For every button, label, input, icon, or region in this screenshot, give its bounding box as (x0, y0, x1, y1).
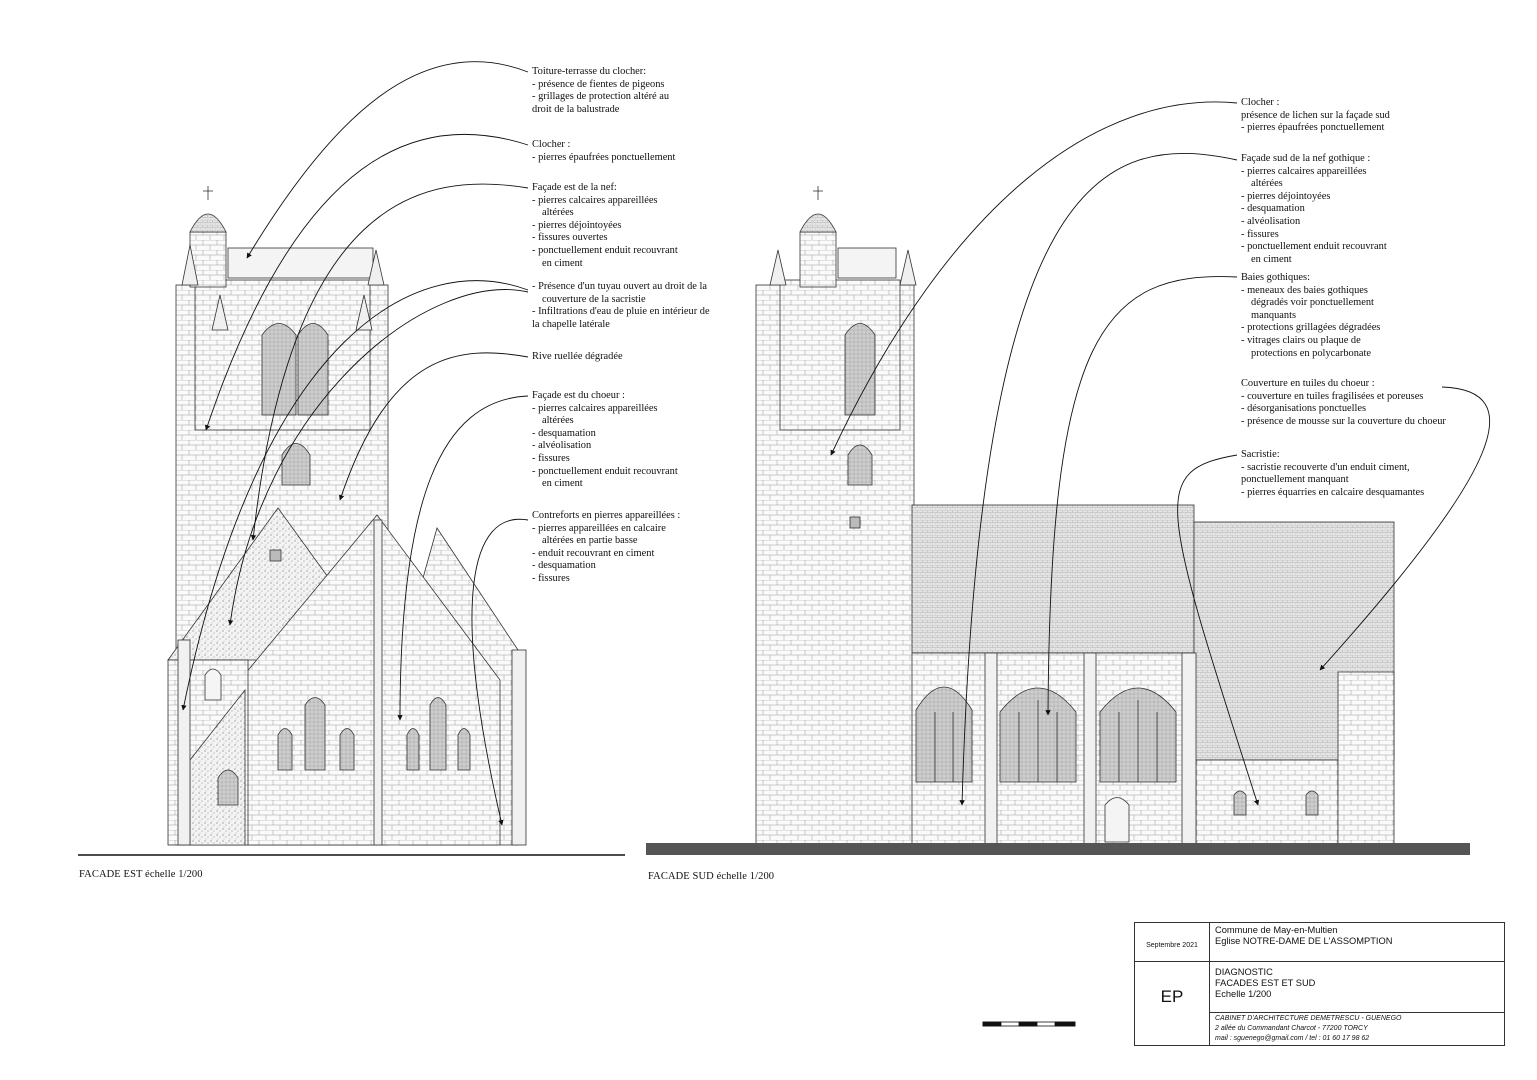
south-stair-turret (799, 231, 837, 288)
note-east-clocher: Clocher : pierres épaufrées ponctuelleme… (532, 139, 675, 164)
note-line: ponctuellement enduit recouvrant (1241, 241, 1387, 254)
note-east-choeur: Façade est du choeur : pierres calcaires… (532, 390, 678, 491)
note-line: grillages de protection altéré au (532, 91, 669, 104)
note-line: dégradés voir ponctuellement (1251, 297, 1374, 309)
south-balustrade (837, 247, 897, 279)
leader-lines (181, 61, 1491, 826)
note-south-sacristie: Sacristie: sacristie recouverte d'un end… (1241, 449, 1424, 499)
note-line: sacristie recouverte d'un enduit ciment, (1241, 462, 1424, 475)
note-line: ponctuellement manquant (1241, 474, 1349, 486)
note-line: protections grillagées dégradées (1241, 322, 1380, 335)
scale-bar (982, 1021, 1076, 1027)
title-block-phase: DIAGNOSTIC (1215, 967, 1273, 977)
title-block-cabinet: CABINET D'ARCHITECTURE DEMETRESCU - GUEN… (1215, 1015, 1402, 1022)
caption-facade-sud: FACADE SUD échelle 1/200 (648, 871, 775, 882)
note-line: ponctuellement enduit recouvrant (532, 466, 678, 479)
note-east-nef: Façade est de la nef: pierres calcaires … (532, 182, 678, 270)
caption-facade-est: FACADE EST échelle 1/200 (79, 869, 203, 880)
note-title: Clocher : (1241, 97, 1280, 108)
note-line: alvéolisation (1241, 216, 1387, 229)
note-line: fissures ouvertes (532, 232, 678, 245)
note-line: altérées (1251, 178, 1283, 190)
title-block: Septembre 2021 EP Commune de May-en-Mult… (1134, 922, 1505, 1046)
note-line: pierres épaufrées ponctuellement (1241, 122, 1390, 135)
note-line: pierres calcaires appareillées (532, 403, 678, 416)
note-title: Façade sud de la nef gothique : (1241, 153, 1371, 164)
note-line: desquamation (532, 560, 680, 573)
note-line: enduit recouvrant en ciment (532, 548, 680, 561)
note-line: en ciment (542, 257, 583, 269)
note-line: pierres appareillées en calcaire (532, 523, 680, 536)
note-east-roof: Toiture-terrasse du clocher: présence de… (532, 66, 669, 116)
note-south-clocher: Clocher : présence de lichen sur la faça… (1241, 97, 1390, 135)
title-block-eglise: Eglise NOTRE-DAME DE L'ASSOMPTION (1215, 936, 1393, 946)
note-line: fissures (532, 453, 678, 466)
note-line: desquamation (532, 428, 678, 441)
south-nave-roof (911, 504, 1195, 654)
note-south-couverture: Couverture en tuiles du choeur : couvert… (1241, 378, 1446, 428)
note-line: présence de lichen sur la façade sud (1241, 109, 1390, 121)
note-line: désorganisations ponctuelles (1241, 403, 1446, 416)
title-block-contact: mail : sguenego@gmail.com / tel : 01 60 … (1215, 1035, 1370, 1042)
note-title: Toiture-terrasse du clocher: (532, 66, 647, 77)
title-block-address: 2 allée du Commandant Charcot - 77200 TO… (1215, 1025, 1368, 1032)
note-line: Présence d'un tuyau ouvert au droit de l… (532, 281, 710, 294)
note-line: fissures (532, 573, 680, 586)
note-line: Infiltrations d'eau de pluie en intérieu… (532, 306, 710, 319)
note-title: Sacristie: (1241, 449, 1280, 460)
note-line: vitrages clairs ou plaque de (1241, 335, 1380, 348)
note-line: présence de fientes de pigeons (532, 79, 669, 92)
note-line: fissures (1241, 229, 1387, 242)
note-line: meneaux des baies gothiques (1241, 285, 1380, 298)
note-south-baies: Baies gothiques: meneaux des baies gothi… (1241, 272, 1380, 360)
note-line: manquants (1251, 309, 1297, 321)
note-east-contreforts: Contreforts en pierres appareillées : pi… (532, 510, 680, 586)
note-line: présence de mousse sur la couverture du … (1241, 416, 1446, 429)
note-line: protections en polycarbonate (1251, 347, 1372, 359)
note-line: pierres déjointoyées (1241, 191, 1387, 204)
note-line: couverture en tuiles fragilisées et pore… (1241, 391, 1446, 404)
note-east-rive: Rive ruellée dégradée (532, 351, 623, 364)
note-title: Rive ruellée dégradée (532, 351, 623, 362)
title-block-date: Septembre 2021 (1146, 942, 1198, 949)
title-block-commune: Commune de May-en-Multien (1215, 925, 1338, 935)
note-title: Clocher : (532, 139, 571, 150)
note-line: couverture de la sacristie (542, 293, 646, 305)
east-facade (78, 186, 625, 856)
note-east-tuyau: Présence d'un tuyau ouvert au droit de l… (532, 281, 710, 331)
note-line: pierres calcaires appareillées (1241, 166, 1387, 179)
south-facade (646, 186, 1470, 855)
note-line: en ciment (542, 478, 583, 490)
note-line: ponctuellement enduit recouvrant (532, 245, 678, 258)
note-title: Contreforts en pierres appareillées : (532, 510, 681, 521)
note-line: droit de la balustrade (532, 103, 620, 115)
note-title: Baies gothiques: (1241, 272, 1310, 283)
note-south-nef: Façade sud de la nef gothique : pierres … (1241, 153, 1387, 266)
note-line: pierres épaufrées ponctuellement (532, 152, 675, 165)
note-line: altérées en partie basse (542, 535, 638, 547)
title-block-sheet: FACADES EST ET SUD (1215, 978, 1316, 988)
title-block-code: EP (1160, 987, 1184, 1006)
note-line: en ciment (1251, 253, 1292, 265)
title-block-scale: Echelle 1/200 (1215, 989, 1272, 999)
note-title: Couverture en tuiles du choeur : (1241, 378, 1375, 389)
note-line: altérées (542, 207, 574, 219)
note-line: pierres déjointoyées (532, 220, 678, 233)
east-balustrade (227, 247, 374, 279)
note-line: la chapelle latérale (532, 318, 610, 330)
note-title: Façade est de la nef: (532, 182, 617, 193)
note-title: Façade est du choeur : (532, 390, 625, 401)
note-line: altérées (542, 415, 574, 427)
note-line: pierres calcaires appareillées (532, 195, 678, 208)
note-line: alvéolisation (532, 440, 678, 453)
note-line: desquamation (1241, 203, 1387, 216)
note-line: pierres équarries en calcaire desquamant… (1241, 487, 1424, 500)
